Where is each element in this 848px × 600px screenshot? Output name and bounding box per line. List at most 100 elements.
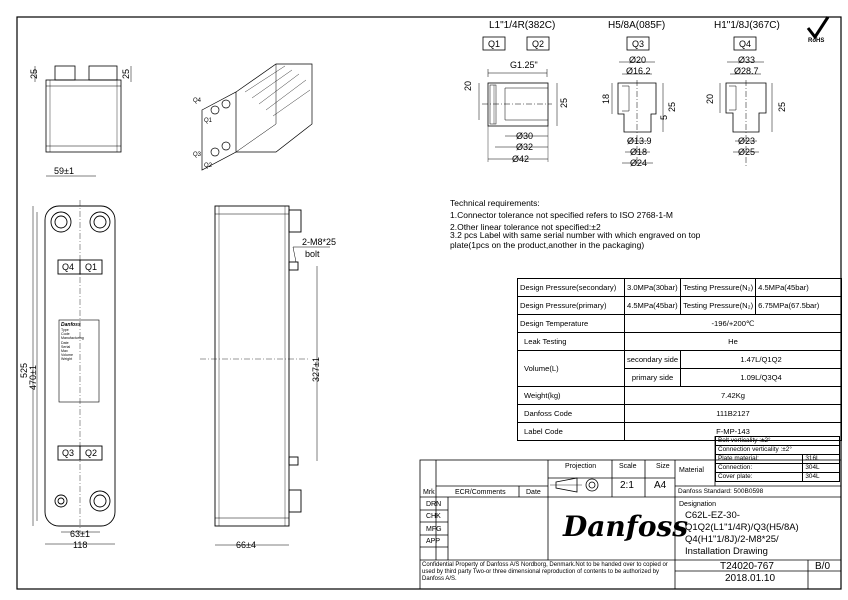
spec-label: Design Temperature [517,314,625,333]
nameplate-line: Volume [61,353,73,358]
q1q2-d-outer: Ø42 [512,154,530,164]
rohs-label: RoHS [808,38,825,44]
spec-row: Design Pressure(primary) 4.5MPa(45bar) T… [517,296,842,315]
spec-value: 7.42Kg [624,386,842,405]
projection-label: Projection [565,463,597,470]
q1q2-d-inner: Ø30 [516,131,534,141]
designation-line-2: Q1Q2(L1"1/4R)/Q3(H5/8A) [685,522,799,533]
iso-label-q2: Q2 [204,163,213,169]
designation-line-3: Q4(H1"1/8J)/2-M8*25/ [685,534,779,545]
tech-item-1: 1.Connector tolerance not specified refe… [450,210,674,220]
q4-d-bot1: Ø23 [738,136,756,146]
material-row: Cover plate:304L [714,472,840,482]
top-dim-right: 25 [121,68,131,79]
revision: B/0 [815,561,831,572]
projection-symbol [550,477,599,493]
connection-q1q2-section [478,36,558,162]
nameplate-line: Manufacturing [61,336,84,341]
spec-value: 111B2127 [624,404,842,423]
spec-row: Design Temperature -196/+200℃ [517,314,842,333]
spec-row: Design Pressure(secondary) 3.0MPa(30bar)… [517,278,842,297]
danfoss-logo: Danfoss [563,510,689,543]
spec-value: 4.5MPa(45bar) [623,296,682,315]
row-mfg: MFG [426,526,442,533]
spec-value: 4.5MPa(45bar) [755,278,842,297]
tech-item-3: 3.2 pcs Label with same serial number wi… [450,230,701,250]
spec-row: Leak Testing He [517,332,842,351]
spec-table: Design Pressure(secondary) 3.0MPa(30bar)… [517,278,842,441]
front-width-total: 118 [73,540,88,550]
front-height-total: 525 [19,362,29,378]
label-q1: Q1 [488,39,501,49]
tech-item-2: 2.Other linear tolerance not specified:±… [450,222,601,232]
connection-q4-section [719,36,773,168]
nameplate-line: Serial [61,344,71,349]
q1q2-thread: G1.25" [510,60,538,70]
q3-d-top2: Ø16.2 [626,66,651,76]
size-value: A4 [654,480,667,491]
q1q2-h-right: 25 [559,97,569,108]
spec-value: He [624,332,842,351]
plate-material-label: Plate material: [714,454,804,464]
spec-label: Label Code [517,422,625,441]
q3-d-bot3: Ø24 [630,158,648,168]
front-label-q1: Q1 [85,262,98,272]
label-q2: Q2 [532,39,545,49]
material-table: Bolt verticality :±2° Connection vertica… [714,436,840,482]
side-depth: 66±4 [236,540,256,550]
q1q2-h-left: 20 [463,80,473,91]
iso-label-q3: Q3 [193,152,202,158]
spec-label: Testing Pressure(N₂) [680,278,757,297]
rohs-check-icon [806,16,830,40]
spec-row: primary side 1.09L/Q3Q4 [518,368,842,387]
nameplate-line: Max [61,349,68,354]
cover-plate-value: 304L [802,472,840,482]
connection-q4-spec: H1"1/8J(367C) [714,20,780,31]
ecr-label: ECR/Comments [455,489,506,496]
spec-value: 1.09L/Q3Q4 [680,368,842,387]
row-drn: DRN [426,501,442,508]
danfoss-standard: Danfoss Standard: 500B0598 [678,488,764,495]
isometric-view [201,63,313,171]
nameplate: Danfoss Type Code Manufacturing Date Ser… [61,322,97,362]
row-app: APP [426,538,441,545]
side-bolt-label: 2-M8*25 [302,237,337,247]
plate-material-value: 316L [802,454,840,464]
top-dim-left: 25 [29,68,39,79]
spec-value: -196/+200℃ [624,314,842,333]
q3-h-left: 18 [601,93,611,104]
q4-h-right: 25 [777,101,787,112]
front-label-q3: Q3 [62,448,75,458]
spec-label: Leak Testing [517,332,625,351]
q4-d-top1: Ø33 [738,55,756,65]
iso-label-q4: Q4 [193,98,202,104]
q4-h-left: 20 [705,93,715,104]
designation-line-4: Installation Drawing [685,546,768,557]
q3-h-small: 5 [659,114,669,120]
spec-row: Volume(L) secondary side 1.47L/Q1Q2 [517,350,842,387]
spec-label: secondary side [623,350,682,369]
front-view [32,200,116,545]
label-q3: Q3 [632,39,645,49]
spec-value: 1.47L/Q1Q2 [680,350,842,369]
q4-d-bot2: Ø25 [738,147,756,157]
iso-label-q1: Q1 [204,118,213,124]
nameplate-line: Date [61,340,69,345]
spec-row: Danfoss Code 111B2127 [517,404,842,423]
title-block-lines [419,436,842,590]
material-row: Connection verticality :±2° [715,445,840,455]
q1q2-d-mid: Ø32 [516,142,534,152]
q3-d-bot2: Ø18 [630,147,648,157]
nameplate-line: Weight [61,357,73,362]
connection-q3-spec: H5/8A(085F) [608,20,666,31]
bolt-verticality: Bolt verticality :±2° [715,436,840,446]
nameplate-line: Type [61,328,69,332]
spec-label: Weight(kg) [517,386,625,405]
drawing-date: 2018.01.10 [725,573,776,584]
q3-d-bot1: Ø13.9 [627,136,652,146]
scale-label: Scale [619,463,637,470]
connection-verticality: Connection verticality :±2° [715,445,840,455]
front-height-inner: 470±1 [28,365,38,390]
